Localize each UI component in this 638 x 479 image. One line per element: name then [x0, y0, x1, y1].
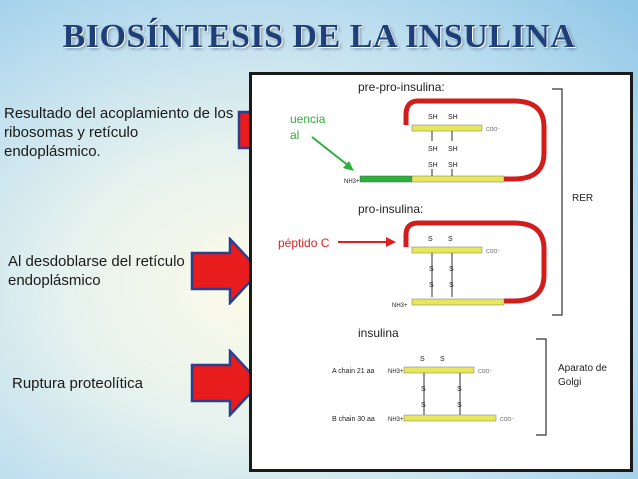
insulin-b-chain: [403, 414, 497, 422]
red-arrow-2-icon: [190, 237, 262, 305]
golgi-label-line2: Golgi: [558, 377, 581, 388]
pro-b-chain: [411, 298, 505, 306]
golgi-bracket: [536, 338, 547, 436]
sh-label-2: SH: [448, 114, 458, 121]
nh3-label-2: NH3+: [392, 303, 408, 309]
s-label-9: S: [421, 386, 426, 393]
signal-pointer-head-icon: [343, 161, 354, 171]
signal-pointer: [311, 136, 351, 168]
coo-label-4: COO⁻: [500, 417, 514, 423]
s-label-3: S: [429, 266, 434, 273]
sh-label-1: SH: [428, 114, 438, 121]
signal-peptide: [359, 175, 413, 183]
stage3-label: insulina: [358, 326, 399, 340]
rer-label: RER: [572, 193, 593, 204]
stage1-label: pre-pro-insulina:: [358, 80, 445, 94]
pre-pro-c-peptide: [403, 98, 547, 182]
coo-label-2: COO⁻: [486, 249, 500, 255]
coo-label-1: COO⁻: [486, 127, 500, 133]
sh-label-5: SH: [428, 162, 438, 169]
rer-bracket: [552, 88, 563, 316]
pre-pro-a-chain: [411, 124, 483, 132]
s-label-12: S: [457, 402, 462, 409]
stage2-label: pro-insulina:: [358, 202, 423, 216]
s-label-1: S: [428, 236, 433, 243]
sh-label-3: SH: [428, 146, 438, 153]
s-label-2: S: [448, 236, 453, 243]
sh-label-6: SH: [448, 162, 458, 169]
peptide-c-label: péptido C: [278, 236, 330, 250]
s-label-10: S: [457, 386, 462, 393]
s-label-6: S: [449, 282, 454, 289]
b-chain-label: B chain 30 aa: [332, 416, 375, 423]
a-chain-label: A chain 21 aa: [332, 368, 375, 375]
note-proteolysis: Ruptura proteolítica: [12, 375, 143, 392]
pro-c-peptide: [403, 220, 547, 304]
sh-label-4: SH: [448, 146, 458, 153]
s-label-11: S: [421, 402, 426, 409]
s-label-5: S: [429, 282, 434, 289]
signal-label-line2: al: [290, 128, 299, 142]
red-arrow-3-icon: [190, 349, 262, 417]
golgi-label-line1: Aparato de: [558, 363, 607, 374]
s-label-8: S: [440, 356, 445, 363]
nh3-label-4: NH3+: [388, 417, 404, 423]
note-unfolding: Al desdoblarse del retículo endoplásmico: [8, 253, 185, 289]
insulin-diagram-panel: pre-pro-insulina: uencia al NH3+ COO⁻ SH…: [249, 72, 633, 472]
insulin-a-chain: [403, 366, 475, 374]
page-title: BIOSÍNTESIS DE LA INSULINA: [62, 18, 576, 55]
s-label-4: S: [449, 266, 454, 273]
nh3-label-1: NH3+: [344, 179, 360, 185]
nh3-label-3: NH3+: [388, 369, 404, 375]
s-label-7: S: [420, 356, 425, 363]
coo-label-3: COO⁻: [478, 369, 492, 375]
peptide-c-pointer-head-icon: [386, 237, 396, 247]
note-coupling: Resultado del acoplamiento de los riboso…: [4, 105, 234, 160]
pro-a-chain: [411, 246, 483, 254]
signal-label-line1: uencia: [290, 112, 326, 126]
pre-pro-b-chain: [411, 175, 505, 183]
